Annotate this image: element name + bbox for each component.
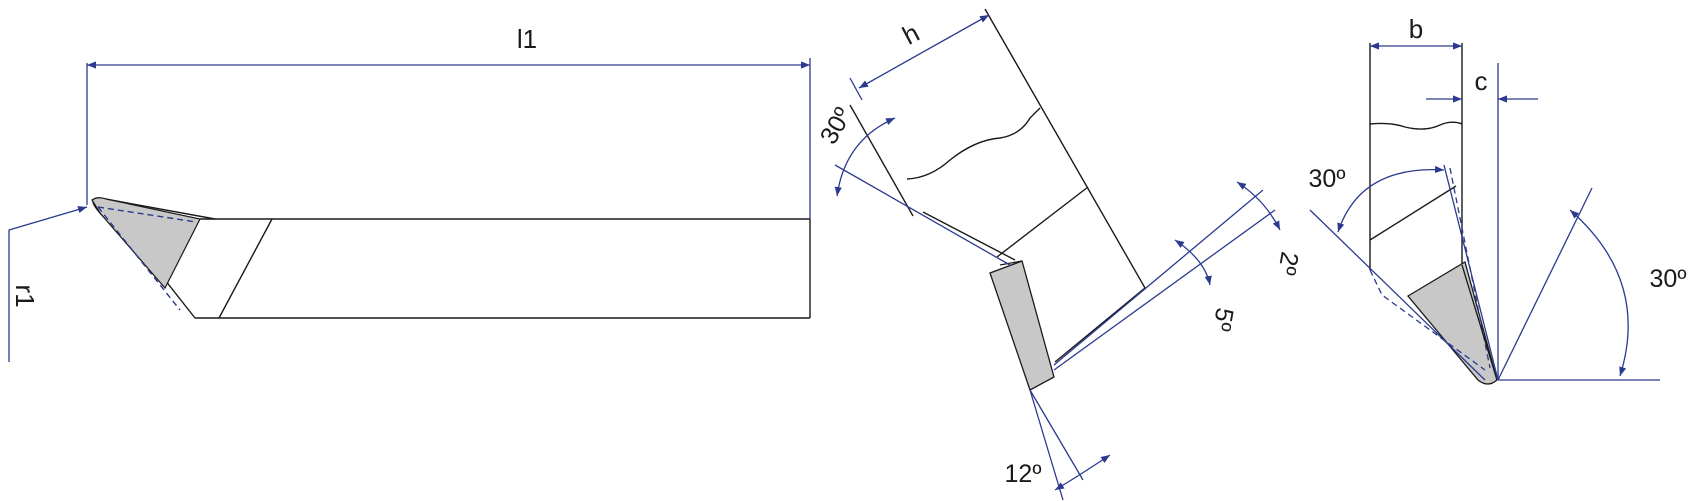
offset-label: c — [1475, 66, 1488, 96]
angle-arc-12 — [1054, 454, 1111, 491]
angle-arc-5 — [1174, 239, 1212, 286]
angle-arc-30-front — [834, 117, 896, 197]
front-shank-outline — [849, 8, 1146, 363]
end-carbide-insert — [1407, 261, 1498, 385]
side-view: l1 r1 — [8, 24, 811, 362]
radius-label: r1 — [10, 284, 40, 307]
angle-label-30-right: 30º — [1650, 265, 1687, 293]
height-label: h — [897, 17, 924, 50]
angle-arc-30-right — [1569, 209, 1629, 377]
angle-label-30-front: 30º — [815, 103, 858, 149]
angle-label-12: 12º — [1005, 460, 1042, 488]
angle-arc-2 — [1236, 181, 1281, 231]
angle-label-30-left: 30º — [1309, 165, 1346, 193]
end-view: b c 30º 30º — [1309, 14, 1687, 385]
end-shank-outline — [1369, 43, 1463, 270]
angle-label-5: 5º — [1207, 306, 1239, 334]
angle-label-2: 2º — [1272, 250, 1304, 278]
length-label: l1 — [517, 24, 537, 54]
dimension-l1 — [86, 58, 811, 219]
end-reference-lines — [1309, 63, 1660, 381]
front-reference-lines — [834, 164, 1276, 501]
dimension-h — [849, 14, 990, 101]
front-view: h 30º 12º 5º 2º — [815, 8, 1304, 501]
width-label: b — [1409, 14, 1423, 44]
carbide-insert — [91, 197, 201, 290]
shank-outline — [92, 197, 811, 319]
front-carbide-insert — [989, 260, 1055, 391]
dimension-r1 — [8, 206, 88, 362]
insert-hidden-edge — [97, 206, 197, 311]
angle-arc-30-left — [1337, 165, 1445, 233]
